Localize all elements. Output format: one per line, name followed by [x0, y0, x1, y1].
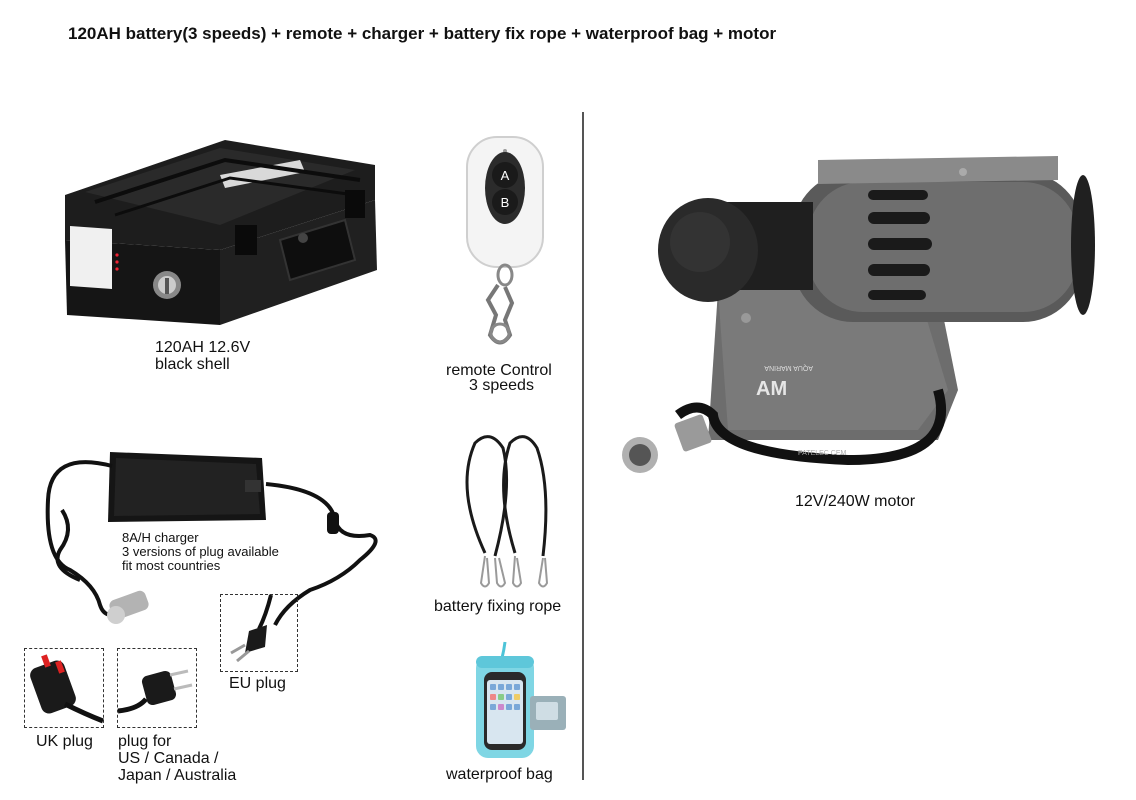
eu-plug-box — [220, 594, 298, 672]
bag-caption: waterproof bag — [446, 766, 553, 783]
charger-image — [45, 452, 378, 626]
remote-caption-line1: remote Control — [446, 362, 552, 379]
motor-cable-text: PATELEC CEM — [798, 450, 847, 457]
battery-caption-line1: 120AH 12.6V — [155, 339, 251, 356]
battery-case-image — [65, 140, 377, 325]
remote-button-b-label: B — [501, 195, 510, 210]
remote-caption-line2: 3 speeds — [469, 377, 534, 394]
motor-vent-slots — [868, 190, 932, 300]
eu-plug-label: EU plug — [229, 675, 286, 692]
uk-plug-box — [24, 648, 104, 728]
us-plug-label-line2: US / Canada / — [118, 750, 219, 767]
battery-caption-line2: black shell — [155, 356, 230, 373]
section-divider — [582, 112, 584, 780]
svg-text:AM: AM — [756, 378, 787, 400]
uk-plug-label: UK plug — [36, 733, 93, 750]
rope-caption: battery fixing rope — [434, 598, 562, 615]
motor-brand-text: AQUA MARINA — [764, 364, 813, 371]
charger-desc-line1: 8A/H charger — [122, 530, 199, 545]
us-plug-label-line1: plug for — [118, 733, 172, 750]
motor-caption: 12V/240W motor — [795, 493, 916, 510]
battery-fixing-rope-image — [465, 435, 549, 588]
remote-control-image: A B — [466, 136, 544, 345]
page-title: 120AH battery(3 speeds) + remote + charg… — [68, 24, 777, 43]
charger-desc-line2: 3 versions of plug available — [122, 544, 279, 559]
charger-desc-line3: fit most countries — [122, 558, 221, 573]
remote-button-a-label: A — [501, 168, 510, 183]
eu-plug-image — [230, 594, 273, 663]
waterproof-bag-image — [476, 641, 566, 758]
us-plug-image — [117, 669, 193, 714]
us-plug-box — [117, 648, 197, 728]
us-plug-label-line3: Japan / Australia — [118, 767, 237, 784]
uk-plug-image — [30, 654, 104, 724]
motor-image: PATELEC CEM AQUA MARINA AM — [622, 156, 1095, 473]
